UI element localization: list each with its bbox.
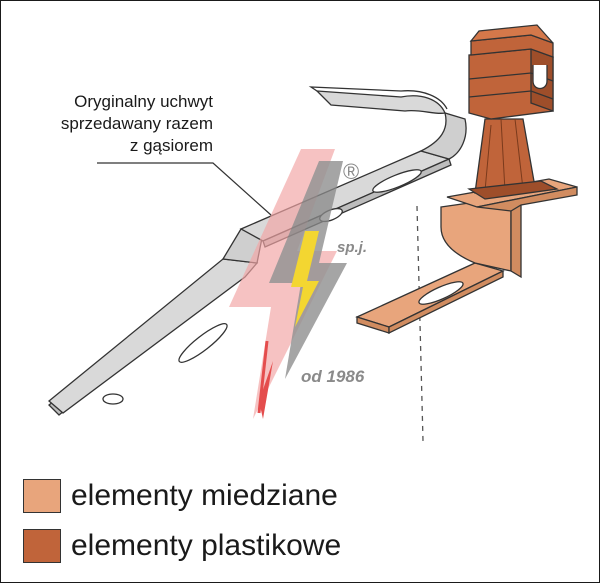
since-year: od 1986 (301, 367, 365, 386)
plastic-clip (467, 24, 560, 200)
copper-bracket (355, 178, 578, 335)
company-suffix: sp.j. (337, 239, 368, 256)
legend-swatch-copper (23, 479, 61, 513)
legend-item-plastic: elementy plastikowe (23, 527, 341, 565)
legend-item-copper: elementy miedziane (23, 477, 338, 515)
legend-label-plastic: elementy plastikowe (71, 529, 342, 562)
caption-line-3: z gąsiorem (129, 136, 213, 155)
alignment-dashed-line (416, 205, 424, 442)
original-holder-caption: Oryginalny uchwyt sprzedawany razem z gą… (1, 91, 213, 157)
caption-line-1: Oryginalny uchwyt (74, 92, 213, 111)
legend-label-copper: elementy miedziane (71, 479, 338, 512)
company-logo (229, 149, 347, 419)
legend-swatch-plastic (23, 529, 61, 563)
caption-line-2: sprzedawany razem (60, 114, 213, 133)
registered-mark: ® (343, 159, 360, 184)
